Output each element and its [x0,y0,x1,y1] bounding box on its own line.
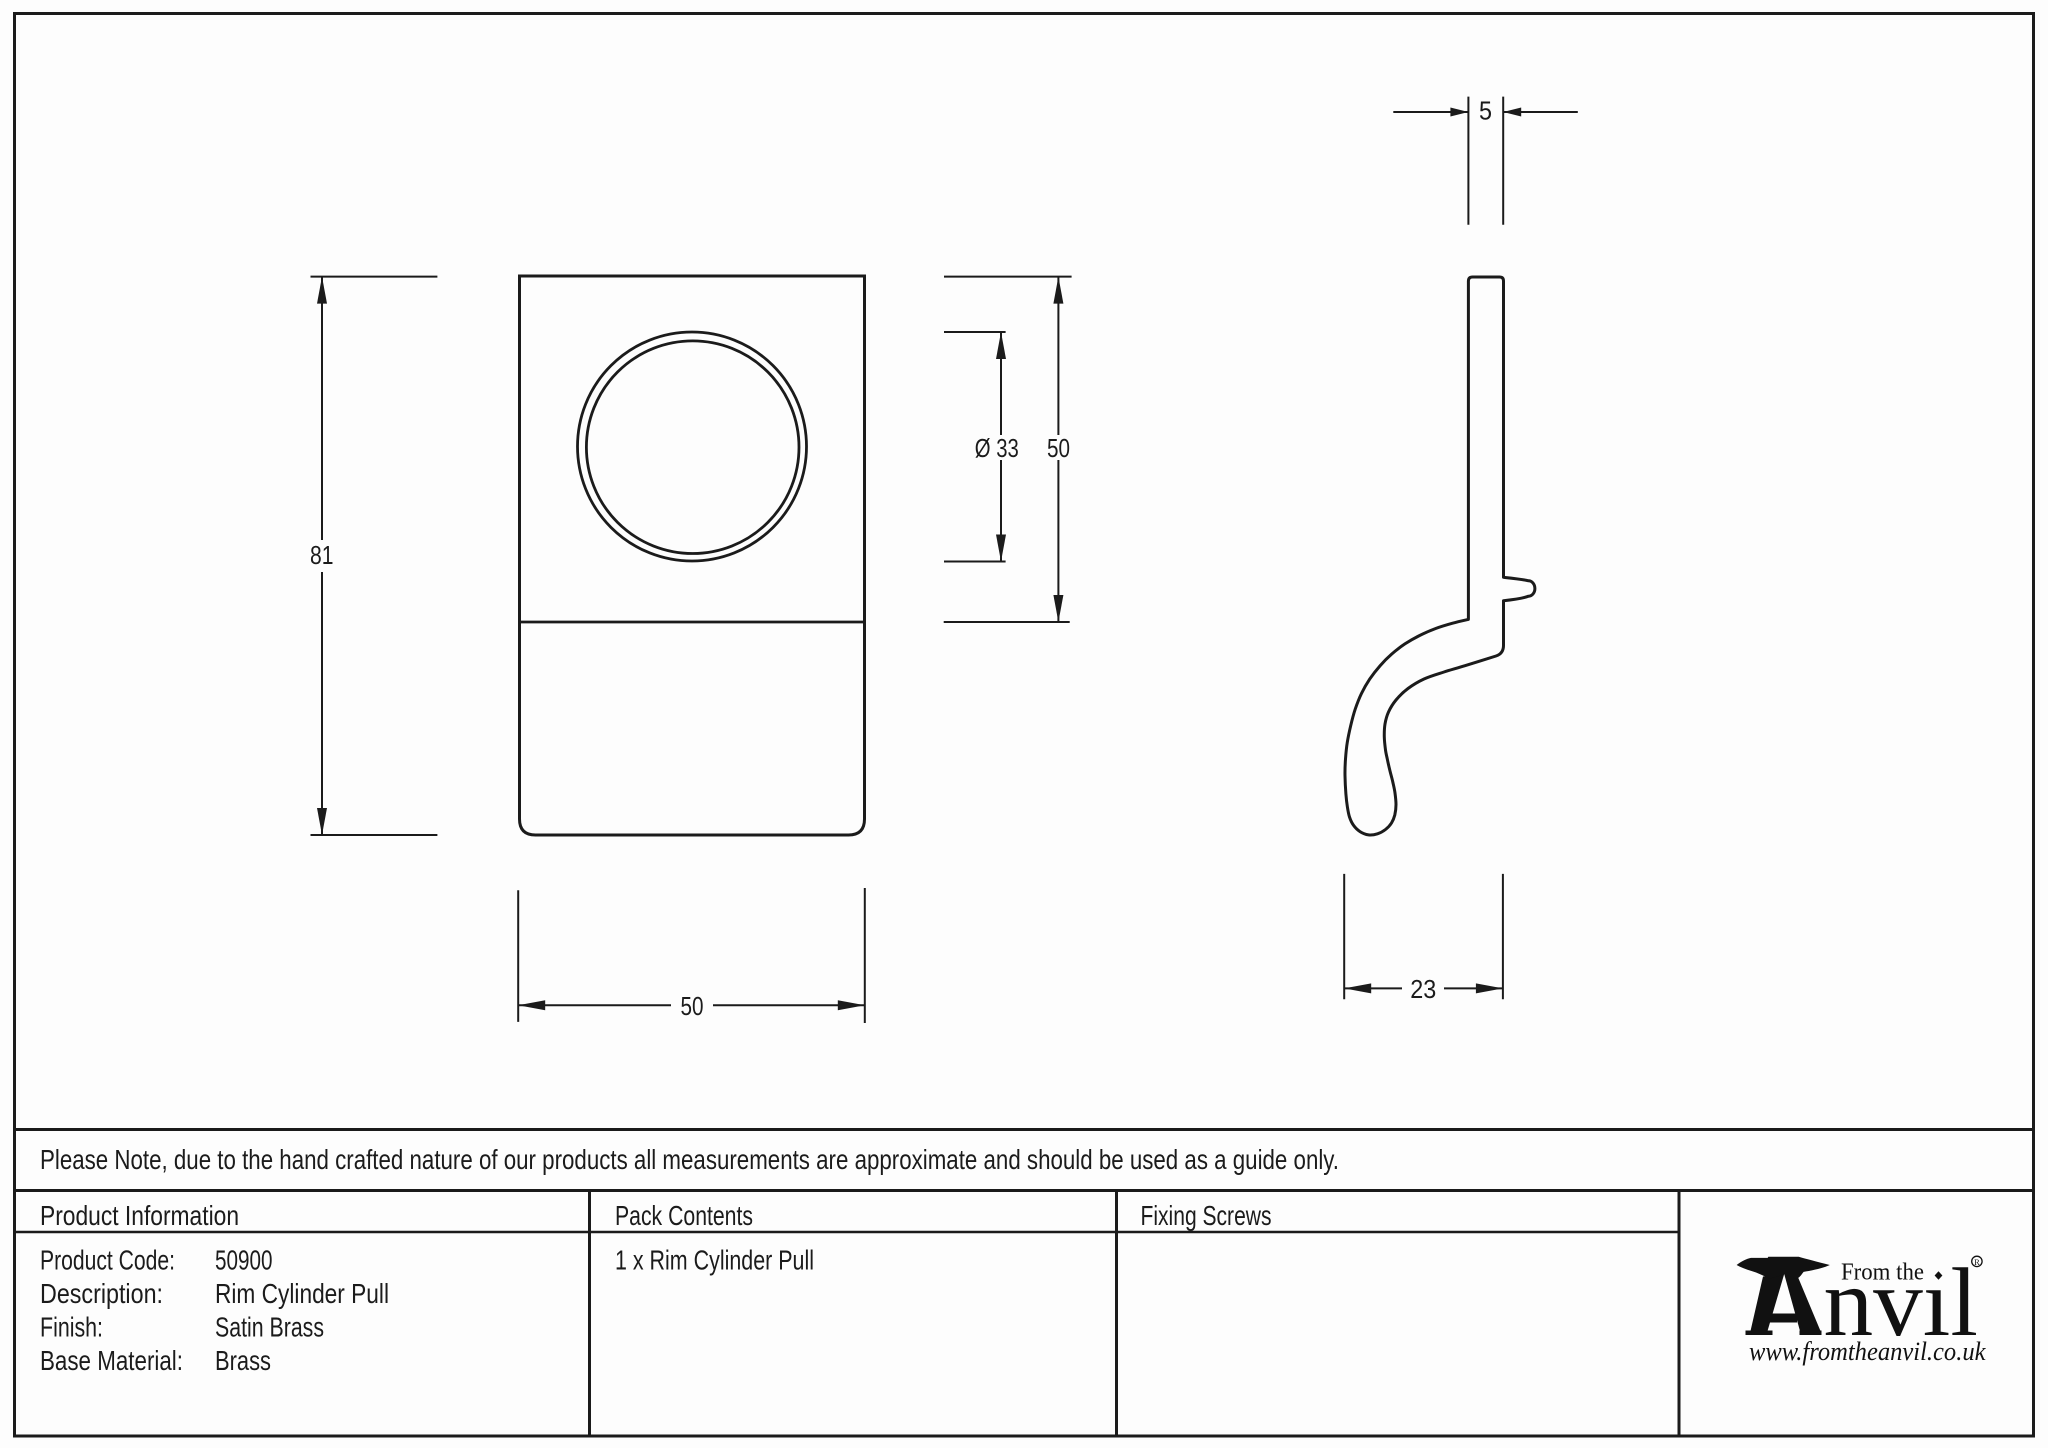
svg-text:From the: From the [1841,1260,1924,1286]
svg-text:Please Note, due to the hand c: Please Note, due to the hand crafted nat… [40,1144,1339,1175]
svg-text:1 x Rim Cylinder Pull: 1 x Rim Cylinder Pull [615,1245,814,1276]
svg-text:50: 50 [681,991,704,1021]
svg-text:Brass: Brass [215,1345,271,1376]
svg-text:Ø 33: Ø 33 [975,433,1019,463]
svg-text:Finish:: Finish: [40,1312,103,1343]
svg-text:Fixing Screws: Fixing Screws [1141,1200,1272,1231]
svg-text:nvıl: nvıl [1824,1249,1979,1356]
svg-text:23: 23 [1410,974,1436,1004]
svg-text:Description:: Description: [40,1278,163,1309]
svg-text:R: R [1974,1257,1980,1267]
svg-text:Satin Brass: Satin Brass [215,1312,324,1343]
svg-text:Rim Cylinder Pull: Rim Cylinder Pull [215,1278,389,1309]
svg-text:Product Information: Product Information [40,1200,239,1231]
svg-text:50: 50 [1047,433,1070,463]
svg-text:81: 81 [310,540,334,570]
svg-text:www.fromtheanvil.co.uk: www.fromtheanvil.co.uk [1749,1337,1986,1366]
svg-text:Product Code:: Product Code: [40,1245,175,1276]
svg-text:5: 5 [1479,96,1492,126]
svg-text:Pack Contents: Pack Contents [615,1200,753,1231]
svg-text:50900: 50900 [215,1245,273,1276]
svg-text:Base Material:: Base Material: [40,1345,183,1376]
